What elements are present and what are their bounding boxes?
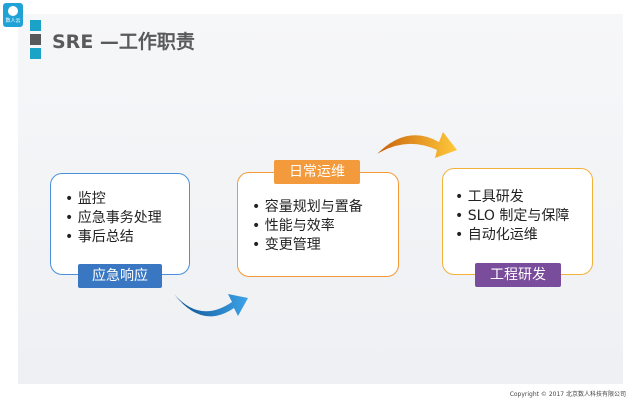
- engineering-label: 工程研发: [475, 263, 561, 287]
- daily-ops-label: 日常运维: [274, 160, 360, 184]
- page-title: SRE —工作职责: [52, 31, 195, 53]
- cloud-logo-icon: [8, 6, 18, 16]
- emergency-response-box: 监控 应急事务处理 事后总结: [50, 173, 190, 275]
- bullet-list: 工具研发 SLO 制定与保障 自动化运维: [455, 188, 570, 245]
- list-item: 事后总结: [65, 228, 162, 247]
- logo-text: 数人云: [5, 18, 21, 24]
- list-item: 应急事务处理: [65, 209, 162, 228]
- list-item: 变更管理: [252, 236, 363, 255]
- bullet-list: 容量规划与置备 性能与效率 变更管理: [252, 198, 363, 255]
- decor-square: [30, 20, 41, 31]
- title-decoration: [30, 20, 42, 62]
- list-item: 自动化运维: [455, 226, 569, 245]
- emergency-response-label: 应急响应: [78, 264, 162, 288]
- blue-curved-arrow-icon: [174, 294, 248, 317]
- list-item: SLO 制定与保障: [455, 207, 570, 226]
- decor-square: [30, 34, 41, 45]
- logo: 数人云: [3, 3, 23, 27]
- list-item: 性能与效率: [252, 217, 363, 236]
- list-item: 监控: [65, 190, 162, 209]
- list-item: 工具研发: [455, 188, 569, 207]
- copyright-footer: Copyright © 2017 北京数人科技有限公司: [509, 391, 626, 398]
- decor-square: [30, 48, 41, 59]
- list-item: 容量规划与置备: [252, 198, 363, 217]
- orange-curved-arrow-icon: [377, 132, 457, 158]
- daily-ops-box: 容量规划与置备 性能与效率 变更管理: [237, 172, 399, 277]
- bullet-list: 监控 应急事务处理 事后总结: [65, 190, 162, 247]
- engineering-box: 工具研发 SLO 制定与保障 自动化运维: [442, 168, 593, 275]
